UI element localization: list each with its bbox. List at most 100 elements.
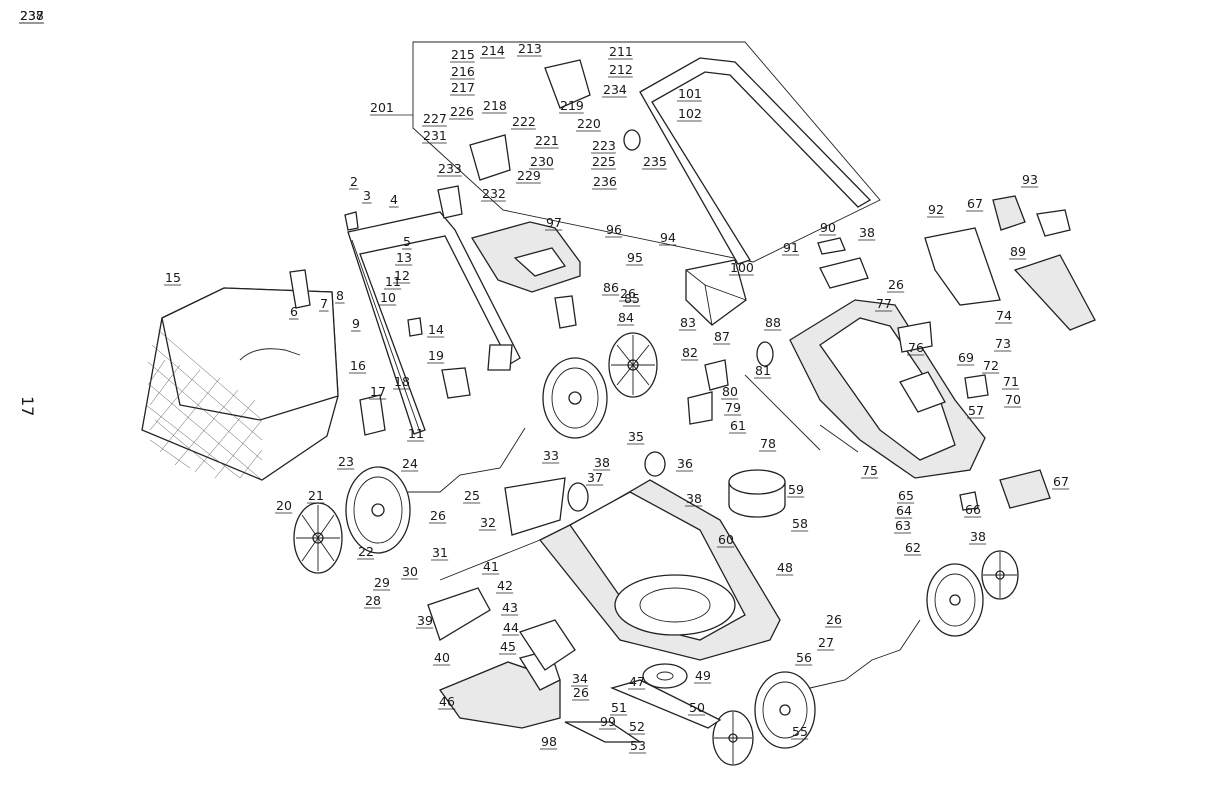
wheel-cap-front-right [712, 710, 754, 766]
callout-48: 48 [777, 560, 793, 575]
callout-82: 82 [682, 345, 698, 360]
callout-24: 24 [402, 456, 418, 471]
callout-56: 56 [796, 650, 812, 665]
callout-231: 231 [423, 128, 447, 143]
callout-8: 8 [336, 288, 344, 303]
callout-226: 226 [450, 104, 474, 119]
callout-238: 238 [20, 8, 44, 23]
callout-35: 35 [628, 429, 644, 444]
callout-43: 43 [502, 600, 518, 615]
callout-64: 64 [896, 503, 912, 518]
top-cover [470, 221, 581, 293]
battery-compartment [685, 259, 747, 326]
callout-222: 222 [512, 114, 536, 129]
callout-81: 81 [755, 363, 771, 378]
callout-70: 70 [1005, 392, 1021, 407]
callout-30: 30 [402, 564, 418, 579]
callout-219: 219 [560, 98, 584, 113]
callout-225: 225 [592, 154, 616, 169]
callout-235: 235 [643, 154, 667, 169]
callout-91: 91 [783, 240, 799, 255]
callout-233: 233 [438, 161, 462, 176]
callout-6: 6 [290, 304, 298, 319]
callout-84: 84 [618, 310, 634, 325]
callout-2: 2 [350, 174, 358, 189]
grass-catcher-mesh [145, 329, 263, 481]
callout-236: 236 [593, 174, 617, 189]
callout-73: 73 [995, 336, 1011, 351]
callout-72: 72 [983, 358, 999, 373]
wheel-front-right [754, 671, 816, 749]
callout-67: 67 [1053, 474, 1069, 489]
callout-16: 16 [350, 358, 366, 373]
callout-11: 11 [385, 274, 401, 289]
callout-227: 227 [423, 111, 447, 126]
callout-230: 230 [530, 154, 554, 169]
callout-17: 17 [370, 384, 386, 399]
callout-80: 80 [722, 384, 738, 399]
callout-213: 213 [518, 41, 542, 56]
small-parts [289, 59, 989, 536]
callout-38: 38 [686, 491, 702, 506]
callout-53: 53 [630, 738, 646, 753]
page-number: 17 [18, 396, 37, 416]
callout-37: 37 [587, 470, 603, 485]
callout-7: 7 [320, 296, 328, 311]
callout-11: 11 [408, 426, 424, 441]
callout-3: 3 [363, 188, 371, 203]
callout-97: 97 [546, 215, 562, 230]
callout-214: 214 [481, 43, 505, 58]
callout-45: 45 [500, 639, 516, 654]
callout-52: 52 [629, 719, 645, 734]
cutting-blade [564, 679, 722, 743]
grass-catcher [141, 287, 339, 481]
callout-26: 26 [888, 277, 904, 292]
callout-71: 71 [1003, 374, 1019, 389]
callout-63: 63 [895, 518, 911, 533]
callout-229: 229 [517, 168, 541, 183]
wheel-rear-left [542, 357, 608, 439]
side-cover [1013, 254, 1096, 331]
callout-65: 65 [898, 488, 914, 503]
wheel-cap-rear-right [981, 550, 1019, 600]
callout-93: 93 [1022, 172, 1038, 187]
callout-96: 96 [606, 222, 622, 237]
callout-101: 101 [678, 86, 702, 101]
wheel-cap-front-left [293, 502, 343, 574]
callout-215: 215 [451, 47, 475, 62]
upper-handle [639, 57, 872, 265]
callout-223: 223 [592, 138, 616, 153]
callout-26: 26 [573, 685, 589, 700]
wheel-cap-rear-left [608, 332, 658, 398]
callout-212: 212 [609, 62, 633, 77]
callout-28: 28 [365, 593, 381, 608]
callout-216: 216 [451, 64, 475, 79]
callout-75: 75 [862, 463, 878, 478]
battery-pack-upper [992, 195, 1026, 231]
callout-59: 59 [788, 482, 804, 497]
callout-49: 49 [695, 668, 711, 683]
callout-55: 55 [792, 724, 808, 739]
callout-95: 95 [627, 250, 643, 265]
callout-57: 57 [968, 403, 984, 418]
parts-group [141, 57, 1096, 766]
callout-220: 220 [577, 116, 601, 131]
callout-98: 98 [541, 734, 557, 749]
main-handle [347, 211, 521, 435]
callout-74: 74 [996, 308, 1012, 323]
callout-69: 69 [958, 350, 974, 365]
callout-9: 9 [352, 316, 360, 331]
wheel-front-left [345, 466, 411, 554]
callout-221: 221 [535, 133, 559, 148]
callout-50: 50 [689, 700, 705, 715]
callout-218: 218 [483, 98, 507, 113]
callout-87: 87 [714, 329, 730, 344]
callout-86: 86 [603, 280, 619, 295]
blade-fan [642, 663, 688, 689]
handle-controls-inset [370, 41, 881, 263]
callout-217: 217 [451, 80, 475, 95]
callout-77: 77 [876, 296, 892, 311]
callout-26: 26 [430, 508, 446, 523]
callout-12: 12 [394, 268, 410, 283]
